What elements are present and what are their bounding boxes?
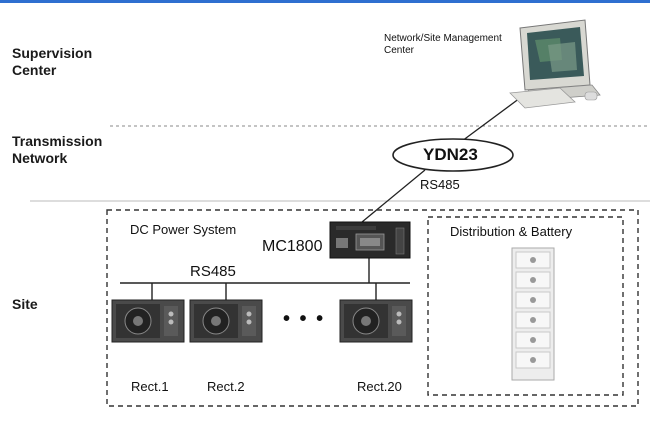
- rs485-link-label: RS485: [420, 177, 460, 192]
- mc1800-controller-icon: [329, 221, 411, 259]
- nms-to-ydn23-line: [461, 97, 521, 142]
- rectifier-1-icon: [111, 299, 185, 343]
- ydn23-to-controller-line: [361, 169, 426, 223]
- supervision-center-label: Supervision Center: [12, 45, 93, 78]
- distribution-battery-label: Distribution & Battery: [450, 224, 573, 239]
- top-accent-bar: [0, 0, 650, 3]
- ellipsis-indicator: • • •: [283, 308, 326, 330]
- computer-icon: [509, 19, 601, 109]
- rect20-label: Rect.20: [357, 379, 402, 394]
- mc1800-label: MC1800: [262, 238, 323, 255]
- nms-label: Network/Site Management Center: [384, 33, 502, 56]
- rectifier-2-icon: [189, 299, 263, 343]
- battery-cabinet-icon: [511, 247, 555, 381]
- rs485-bus-label: RS485: [190, 263, 236, 280]
- dc-power-system-label: DC Power System: [130, 222, 237, 237]
- distribution-battery-box: [427, 216, 624, 396]
- dc-power-system-box: [106, 209, 639, 407]
- transmission-network-label: Transmission Network: [12, 133, 103, 166]
- ydn23-ellipse: [392, 138, 514, 172]
- protocol-label: YDN23: [423, 145, 478, 164]
- rect2-label: Rect.2: [207, 379, 245, 394]
- rect1-label: Rect.1: [131, 379, 169, 394]
- site-label: Site: [12, 296, 38, 312]
- rectifier-20-icon: [339, 299, 413, 343]
